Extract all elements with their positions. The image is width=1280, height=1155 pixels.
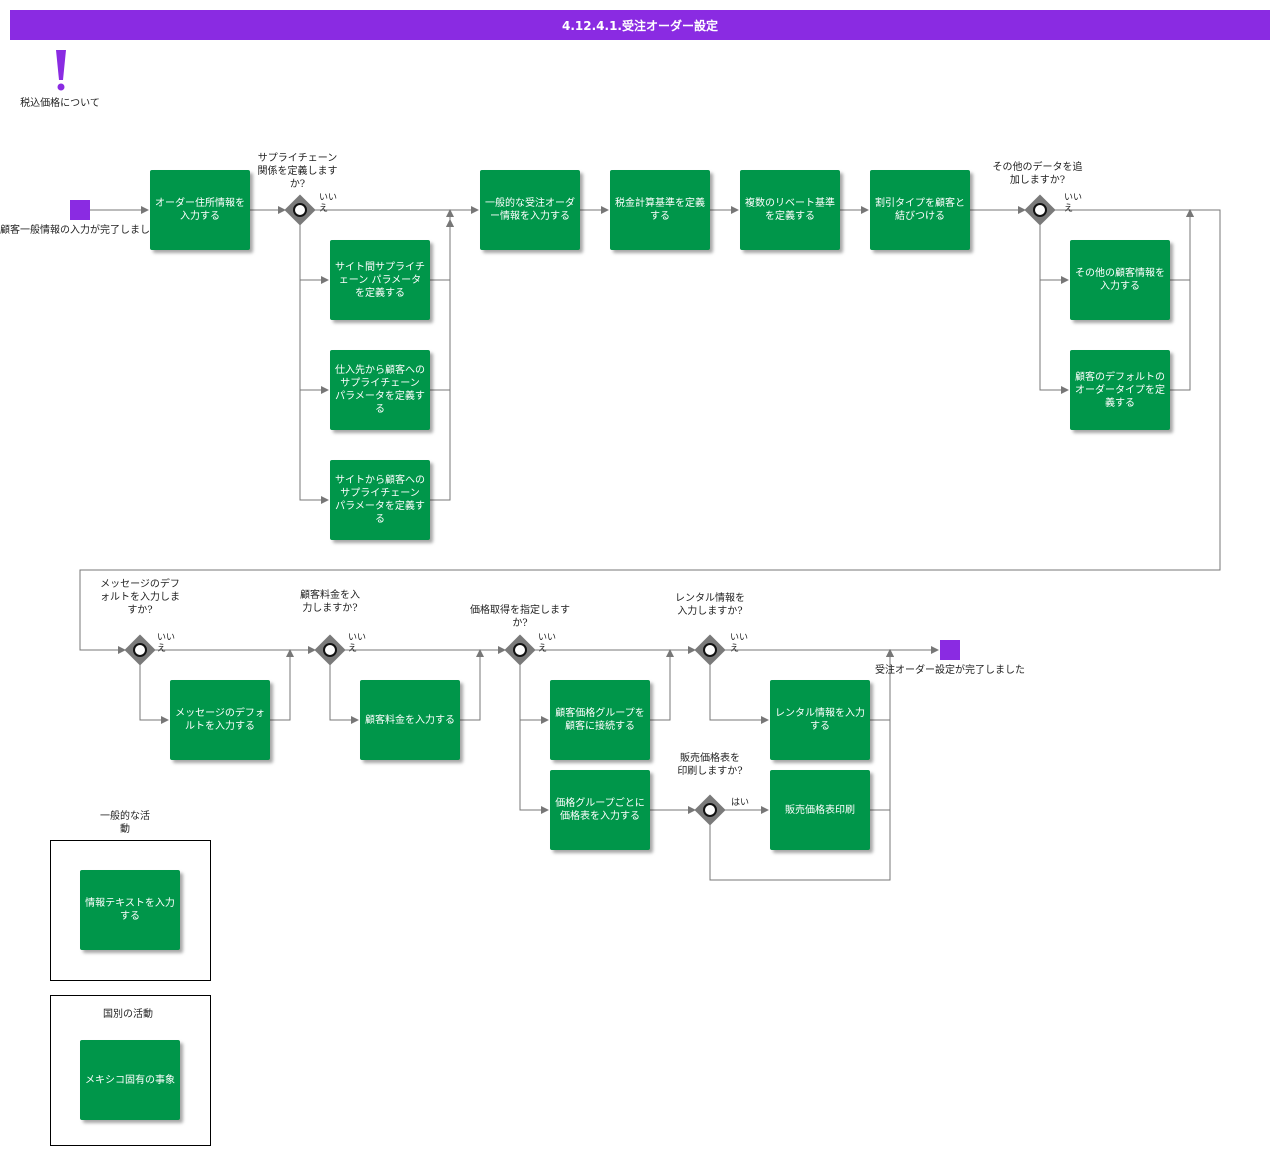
legend-country-frame	[50, 995, 211, 1146]
gateway-rental-label: レンタル情報を入力しますか?	[675, 593, 745, 617]
branch-no-label: いいえ	[348, 633, 367, 654]
flow-gw1-to-site	[299, 225, 329, 284]
task-price-table-by-group[interactable]: 価格グループごとに価格表を入力する	[550, 770, 650, 850]
flow-gw4-to-charge	[329, 665, 359, 724]
gateway-print-price-label: 販売価格表を印刷しますか?	[677, 753, 743, 777]
flow-gw5-to-table	[519, 720, 549, 814]
flow-other-merge	[1170, 209, 1194, 281]
end-event-label: 受注オーダー設定が完了しました	[875, 665, 1025, 676]
flow-gw2-to-ordertype	[1039, 280, 1069, 394]
flow-msg-merge	[270, 649, 294, 721]
exclamation-icon	[56, 50, 66, 91]
task-discount-type[interactable]: 割引タイプを顧客と結びつける	[870, 170, 970, 250]
gateway-supply-chain-label: サプライチェーン関係を定義しますか?	[257, 153, 338, 190]
task-site-supply-chain[interactable]: サイト間サプライチェーン パラメータを定義する	[330, 240, 430, 320]
flow-wrap	[79, 209, 1221, 654]
flow-gw6-to-rental	[709, 665, 769, 724]
flow-sitecust-merge	[430, 219, 454, 501]
task-enter-order-address[interactable]: オーダー住所情報を入力する	[150, 170, 250, 250]
flow-gw5-to-group	[519, 665, 549, 724]
flow-gw1-to-sitecust	[299, 390, 329, 504]
flow-site-merge	[430, 209, 454, 281]
flow-ordertype-merge	[1170, 209, 1194, 391]
start-event	[70, 200, 90, 220]
warning-label: 税込価格について	[20, 98, 100, 109]
branch-no-label: いいえ	[157, 633, 176, 654]
start-event-label: 顧客一般情報の入力が完了しました	[0, 225, 160, 236]
task-print-price-table[interactable]: 販売価格表印刷	[770, 770, 870, 850]
task-multiple-rebates[interactable]: 複数のリベート基準を定義する	[740, 170, 840, 250]
gateway-other-data-label: その他のデータを追加しますか?	[992, 162, 1083, 186]
flow-charge-merge	[460, 649, 484, 721]
legend-country-title: 国別の活動	[103, 1009, 153, 1020]
gateway-price-fetch-label: 価格取得を指定しますか?	[470, 605, 570, 629]
task-message-default[interactable]: メッセージのデフォルトを入力する	[170, 680, 270, 760]
legend-task-info-text[interactable]: 情報テキストを入力する	[80, 870, 180, 950]
branch-no-label: いいえ	[730, 633, 749, 654]
flow-gw2-to-other	[1039, 225, 1069, 284]
flow-gw1-to-vendor	[299, 280, 329, 394]
flow-group-merge	[650, 649, 674, 721]
legend-general-title: 一般的な活動	[100, 811, 150, 835]
task-other-customer-info[interactable]: その他の顧客情報を入力する	[1070, 240, 1170, 320]
task-customer-charge[interactable]: 顧客料金を入力する	[360, 680, 460, 760]
task-tax-basis[interactable]: 税金計算基準を定義する	[610, 170, 710, 250]
branch-no-label: いいえ	[319, 193, 338, 214]
gateway-customer-charge-label: 顧客料金を入力しますか?	[300, 590, 360, 614]
branch-no-label: いいえ	[538, 633, 557, 654]
branch-yes-label: はい	[731, 798, 750, 808]
task-default-order-type[interactable]: 顧客のデフォルトのオーダータイプを定義する	[1070, 350, 1170, 430]
page-title: 4.12.4.1.受注オーダー設定	[10, 10, 1270, 40]
task-general-order-info[interactable]: 一般的な受注オーダー情報を入力する	[480, 170, 580, 250]
task-price-group-connect[interactable]: 顧客価格グループを顧客に接続する	[550, 680, 650, 760]
branch-no-label: いいえ	[1064, 193, 1083, 214]
flow-rental-merge	[870, 649, 894, 721]
task-vendor-customer-supply-chain[interactable]: 仕入先から顧客への サプライチェーン パラメータを定義する	[330, 350, 430, 430]
task-rental-info[interactable]: レンタル情報を入力する	[770, 680, 870, 760]
end-event	[940, 640, 960, 660]
flow-vendor-merge	[430, 219, 454, 391]
flow-gw3-to-msg	[139, 665, 169, 724]
task-site-customer-supply-chain[interactable]: サイトから顧客への サプライチェーン パラメータを定義する	[330, 460, 430, 540]
gateway-message-default-label: メッセージのデフォルトを入力しますか?	[100, 579, 180, 616]
legend-task-mexico[interactable]: メキシコ固有の事象	[80, 1040, 180, 1120]
legend-general-frame	[50, 840, 211, 981]
flow-gw7-no	[709, 649, 894, 881]
